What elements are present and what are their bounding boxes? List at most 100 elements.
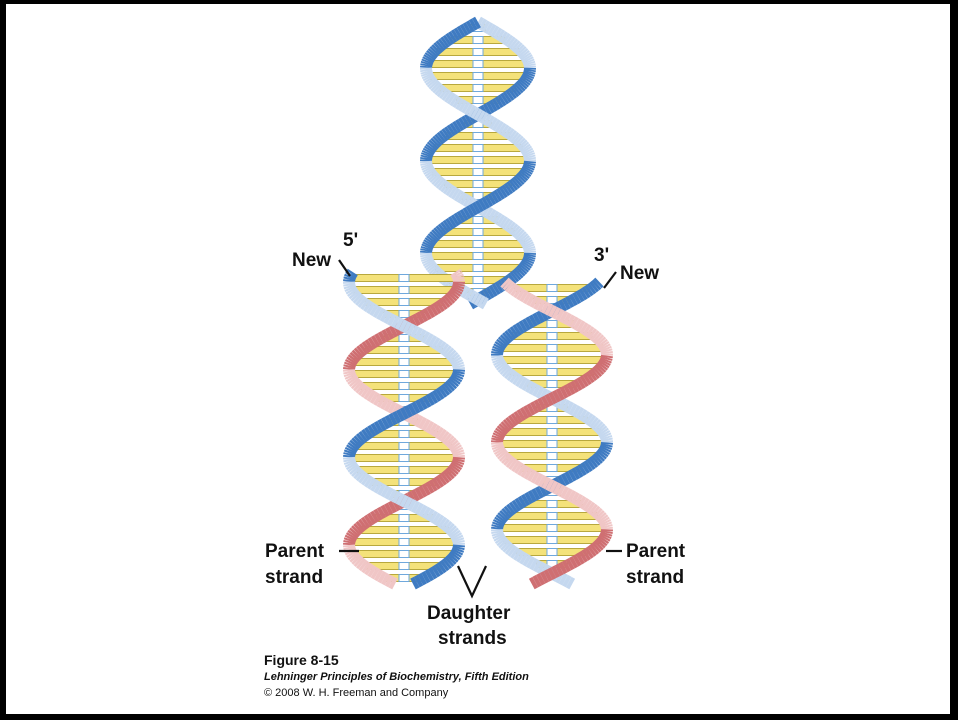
left-daughter-strand-a xyxy=(384,334,388,336)
right-daughter-strand-b xyxy=(604,537,605,539)
parent-helix-strand-b xyxy=(453,100,456,102)
parent-helix-strand-b xyxy=(451,221,454,223)
parent-helix-strand-b xyxy=(426,248,427,250)
left-daughter-strand-a xyxy=(351,535,352,537)
parent-helix-strand-b xyxy=(507,188,510,190)
right-daughter-strand-a xyxy=(498,361,499,363)
left-daughter-strand-a xyxy=(449,473,451,475)
parent-helix-strand-b xyxy=(498,126,501,128)
right-daughter-strand-a xyxy=(519,327,522,329)
right-daughter-strand-b xyxy=(540,403,544,405)
right-daughter-strand-b xyxy=(523,412,526,414)
left-daughter-strand-a xyxy=(392,331,396,333)
left-daughter-strand-b xyxy=(364,479,367,481)
right-daughter-strand-b xyxy=(507,284,509,286)
left-daughter-strand-a xyxy=(439,305,442,307)
parent-helix-strand-b xyxy=(437,232,439,234)
left-daughter-strand-b xyxy=(350,276,351,278)
right-daughter-strand-a xyxy=(582,293,585,295)
left-daughter-strand-b xyxy=(453,381,455,383)
parent-helix-strand-b xyxy=(449,38,452,40)
parent-helix-strand-a xyxy=(495,288,498,290)
left-daughter-strand-b xyxy=(373,485,376,487)
right-daughter-strand-a xyxy=(577,471,580,473)
parent-helix-strand-b xyxy=(460,216,463,218)
left-daughter-strand-a xyxy=(355,383,357,385)
left-daughter-strand-b xyxy=(397,323,401,325)
left-daughter-strand-a xyxy=(354,381,356,383)
left-daughter-strand-a xyxy=(353,358,354,360)
left-daughter-strand-b xyxy=(456,553,457,555)
left-daughter-hydrogen-bond xyxy=(399,539,409,546)
right-daughter-strand-a xyxy=(564,303,568,305)
left-daughter-strand-b xyxy=(428,574,431,576)
left-daughter-strand-b xyxy=(413,331,417,333)
parent-helix-strand-a xyxy=(527,262,528,264)
parent-helix-strand-b xyxy=(427,260,428,262)
left-daughter-strand-b xyxy=(444,389,447,391)
right-daughter-strand-a xyxy=(519,556,522,558)
left-daughter-strand-a xyxy=(421,422,425,424)
parent-helix-strand-b xyxy=(446,225,449,227)
left-daughter-strand-b xyxy=(376,311,379,313)
right-daughter-strand-a xyxy=(581,414,584,416)
parent-helix-strand-b xyxy=(463,29,466,31)
left-daughter-strand-a xyxy=(451,442,453,444)
parent-helix-strand-b xyxy=(481,204,484,206)
left-daughter-strand-a xyxy=(387,405,391,407)
parent-helix-strand-a xyxy=(436,140,438,142)
parent-helix-strand-b xyxy=(435,271,437,273)
right-daughter-strand-a xyxy=(595,284,597,286)
parent-helix-strand-a xyxy=(525,241,526,243)
parent-helix-strand-a xyxy=(517,47,519,49)
right-daughter-strand-b xyxy=(569,388,572,390)
parent-helix-hydrogen-bond xyxy=(473,253,483,260)
left-daughter-strand-b xyxy=(352,467,353,469)
parent-helix-strand-b xyxy=(441,228,443,230)
parent-helix-strand-a xyxy=(433,144,435,146)
parent-helix-strand-b xyxy=(437,47,439,49)
parent-helix-strand-a xyxy=(513,91,515,93)
parent-helix-strand-b xyxy=(529,154,530,156)
parent-helix-strand-a xyxy=(428,168,429,170)
parent-helix-strand-b xyxy=(527,151,528,153)
parent-helix-strand-a xyxy=(495,103,498,105)
left-daughter-strand-a xyxy=(367,520,370,522)
parent-helix-strand-b xyxy=(472,209,475,211)
left-daughter-strand-b xyxy=(441,522,444,524)
right-daughter-strand-a xyxy=(572,299,575,301)
right-daughter-strand-a xyxy=(542,393,546,395)
left-daughter-strand-a xyxy=(370,518,373,520)
left-daughter-strand-a xyxy=(349,373,350,375)
left-daughter-strand-b xyxy=(357,297,359,299)
parent-helix-strand-a xyxy=(512,43,514,45)
left-daughter-strand-a xyxy=(413,494,417,496)
right-daughter-strand-a xyxy=(538,492,542,494)
right-daughter-strand-a xyxy=(504,339,506,341)
right-daughter-strand-b xyxy=(505,282,507,284)
parent-helix-strand-a xyxy=(526,242,527,244)
left-daughter-strand-b xyxy=(444,524,447,526)
left-daughter-strand-b xyxy=(451,529,453,531)
parent-helix-strand-a xyxy=(430,172,431,174)
parent-helix-strand-b xyxy=(484,202,487,204)
parent-helix-strand-b xyxy=(501,128,504,130)
parent-helix-strand-a xyxy=(503,98,506,100)
parent-helix-strand-a xyxy=(529,63,530,65)
left-daughter-strand-b xyxy=(350,449,351,451)
right-daughter-strand-b xyxy=(532,582,536,584)
left-daughter-strand-a xyxy=(357,385,359,387)
parent-helix-strand-a xyxy=(446,188,449,190)
parent-helix-strand-a xyxy=(524,54,525,56)
left-daughter-strand-a xyxy=(428,487,431,489)
left-daughter-strand-a xyxy=(411,321,415,323)
left-daughter-strand-b xyxy=(437,344,440,346)
parent-helix-strand-b xyxy=(461,105,464,107)
parent-helix-strand-a xyxy=(528,61,529,63)
left-daughter-hydrogen-bond xyxy=(399,311,409,318)
right-daughter-strand-b xyxy=(517,416,520,418)
parent-helix-strand-b xyxy=(474,297,477,299)
left-daughter-hydrogen-bond xyxy=(399,455,409,462)
right-daughter-strand-a xyxy=(592,461,594,463)
right-daughter-strand-b xyxy=(509,461,511,463)
